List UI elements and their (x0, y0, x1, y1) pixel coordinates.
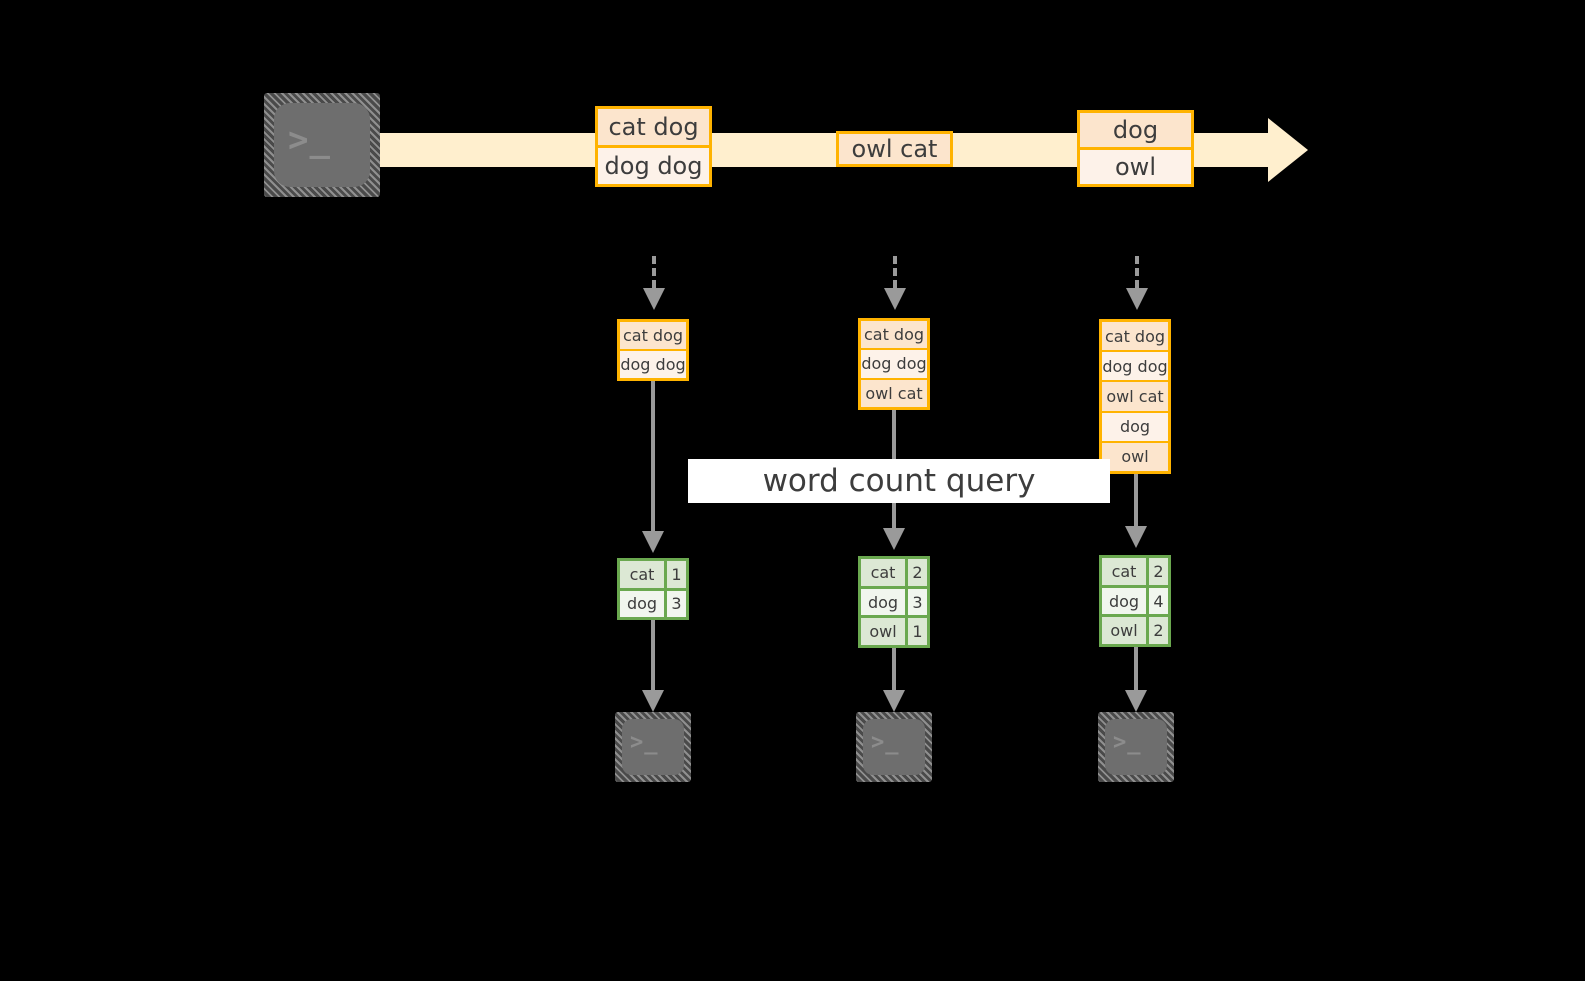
result-count: 3 (905, 588, 927, 616)
buffer-line: dog dog (861, 348, 927, 378)
snapshot-tap-arrowhead-1 (643, 288, 665, 310)
output-connector-3 (1134, 647, 1138, 698)
output-connector-arrowhead-1 (642, 690, 664, 712)
snapshot-tap-line-3 (1135, 256, 1139, 288)
buffer-line: cat dog (861, 321, 927, 349)
table-row: dog 3 (861, 585, 927, 616)
message-line: dog dog (598, 145, 709, 184)
snapshot-tap-arrowhead-2 (884, 288, 906, 310)
result-count: 2 (1146, 558, 1168, 585)
snapshot-buffer-3[interactable]: cat dog dog dog owl cat dog owl (1099, 319, 1171, 474)
table-row: cat 2 (861, 559, 927, 586)
table-row: owl 2 (1102, 614, 1168, 645)
buffer-line: dog dog (1102, 350, 1168, 381)
result-word: cat (620, 561, 664, 588)
query-connector-arrowhead-2 (883, 528, 905, 550)
query-label-text: word count query (762, 463, 1036, 499)
message-line: owl cat (839, 134, 950, 164)
query-connector-arrowhead-1 (642, 531, 664, 553)
stream-message-2[interactable]: owl cat (836, 131, 953, 167)
result-count: 1 (664, 561, 686, 588)
result-word: owl (861, 618, 905, 646)
table-row: owl 1 (861, 615, 927, 646)
buffer-line: owl cat (1102, 380, 1168, 411)
table-row: dog 3 (620, 587, 686, 617)
query-connector-1 (651, 381, 655, 541)
snapshot-buffer-1[interactable]: cat dog dog dog (617, 319, 689, 381)
consumer-terminal-icon-3[interactable]: >_ (1098, 712, 1174, 782)
result-table-3[interactable]: cat 2 dog 4 owl 2 (1099, 555, 1171, 647)
stream-message-1[interactable]: cat dog dog dog (595, 106, 712, 187)
terminal-screen (863, 719, 925, 775)
result-word: owl (1102, 617, 1146, 645)
buffer-line: owl cat (861, 377, 927, 407)
producer-terminal-icon[interactable]: >_ (264, 93, 380, 197)
output-connector-2 (892, 648, 896, 698)
result-count: 2 (905, 559, 927, 586)
terminal-screen (622, 719, 684, 775)
terminal-prompt-glyph: >_ (630, 730, 659, 755)
result-table-2[interactable]: cat 2 dog 3 owl 1 (858, 556, 930, 648)
buffer-line: dog dog (620, 349, 686, 378)
buffer-line: dog (1102, 410, 1168, 441)
result-table-1[interactable]: cat 1 dog 3 (617, 558, 689, 620)
result-count: 1 (905, 618, 927, 646)
snapshot-buffer-2[interactable]: cat dog dog dog owl cat (858, 318, 930, 410)
query-connector-arrowhead-3 (1125, 526, 1147, 548)
buffer-line: cat dog (620, 322, 686, 349)
terminal-prompt-glyph: >_ (288, 120, 331, 160)
result-word: cat (1102, 558, 1146, 585)
snapshot-tap-line-1 (652, 256, 656, 288)
consumer-terminal-icon-2[interactable]: >_ (856, 712, 932, 782)
output-connector-arrowhead-3 (1125, 690, 1147, 712)
table-row: cat 1 (620, 561, 686, 588)
query-connector-3 (1134, 474, 1138, 536)
output-connector-arrowhead-2 (883, 690, 905, 712)
buffer-line: cat dog (1102, 322, 1168, 351)
terminal-screen (274, 103, 370, 187)
result-word: dog (620, 590, 664, 617)
result-count: 2 (1146, 617, 1168, 645)
table-row: cat 2 (1102, 558, 1168, 585)
snapshot-tap-arrowhead-3 (1126, 288, 1148, 310)
table-row: dog 4 (1102, 584, 1168, 615)
buffer-line: owl (1102, 440, 1168, 472)
terminal-screen (1105, 719, 1167, 775)
message-line: dog (1080, 113, 1191, 147)
stream-arrowhead (1268, 118, 1308, 182)
stream-message-3[interactable]: dog owl (1077, 110, 1194, 187)
result-word: cat (861, 559, 905, 586)
result-count: 4 (1146, 587, 1168, 615)
result-count: 3 (664, 590, 686, 617)
query-label-band: word count query (688, 459, 1110, 503)
result-word: dog (1102, 587, 1146, 615)
output-connector-1 (651, 620, 655, 698)
message-line: cat dog (598, 109, 709, 145)
terminal-prompt-glyph: >_ (1113, 730, 1142, 755)
snapshot-tap-line-2 (893, 256, 897, 288)
message-line: owl (1080, 147, 1191, 184)
terminal-prompt-glyph: >_ (871, 730, 900, 755)
result-word: dog (861, 588, 905, 616)
consumer-terminal-icon-1[interactable]: >_ (615, 712, 691, 782)
